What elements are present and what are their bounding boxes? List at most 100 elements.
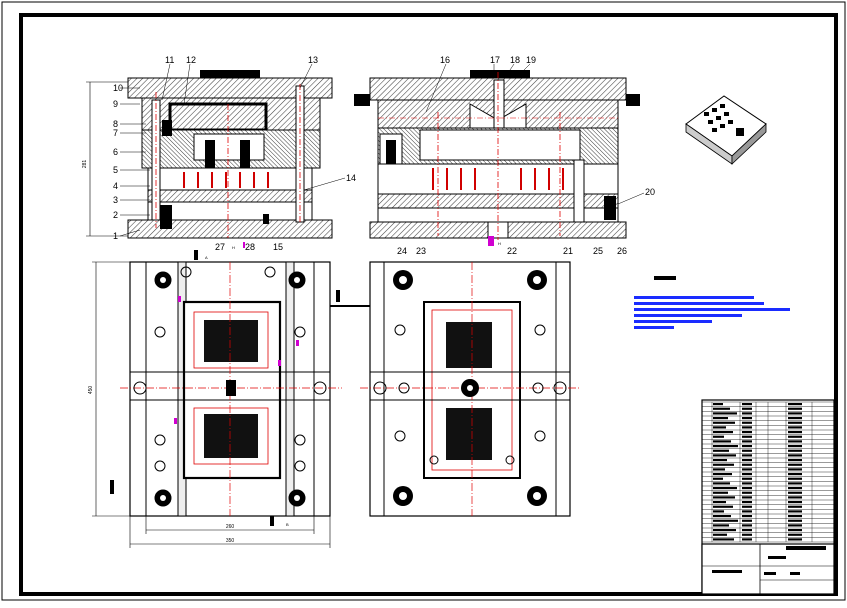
front-section-view: H bbox=[127, 70, 333, 250]
left-callouts: 10 9 8 7 6 5 4 3 2 1 11 12 13 14 27 28 1… bbox=[113, 55, 356, 252]
bom-row-material bbox=[788, 459, 802, 462]
bom-row-text bbox=[713, 505, 733, 508]
bom-row-text bbox=[713, 482, 730, 485]
label-19: 19 bbox=[526, 55, 536, 65]
bom-row-text bbox=[713, 431, 733, 434]
title-block bbox=[701, 399, 835, 595]
side-section-view: H bbox=[354, 70, 640, 246]
bom-row-material bbox=[788, 496, 802, 499]
front-height-dimension: 281 bbox=[82, 81, 128, 237]
bom-row-text bbox=[713, 421, 735, 424]
plan-outer-width-text: 350 bbox=[226, 538, 235, 544]
bom-row-text bbox=[713, 440, 731, 443]
bom-row-material bbox=[788, 403, 802, 406]
svg-text:H: H bbox=[498, 241, 501, 246]
label-17: 17 bbox=[490, 55, 500, 65]
label-10: 10 bbox=[113, 83, 123, 93]
bom-row-material bbox=[788, 515, 802, 518]
label-16: 16 bbox=[440, 55, 450, 65]
bom-row-material bbox=[788, 426, 802, 429]
bom-row-material bbox=[788, 407, 802, 410]
bom-row-material bbox=[788, 505, 802, 508]
bom-row-code bbox=[742, 482, 752, 485]
bom-row-code bbox=[742, 417, 752, 420]
bom-row-material bbox=[788, 417, 802, 420]
label-5: 5 bbox=[113, 165, 118, 175]
bom-row-code bbox=[742, 510, 752, 513]
bom-row-code bbox=[742, 468, 752, 471]
bom-row-material bbox=[788, 538, 802, 541]
label-22: 22 bbox=[507, 246, 517, 256]
bom-row-material bbox=[788, 431, 802, 434]
label-6: 6 bbox=[113, 147, 118, 157]
bom-row-code bbox=[742, 515, 752, 518]
label-11: 11 bbox=[165, 55, 174, 65]
label-27: 27 bbox=[215, 242, 225, 252]
label-12: 12 bbox=[186, 55, 196, 65]
plan-dimensions: 450 260 350 A B bbox=[88, 255, 331, 548]
bom-row-material bbox=[788, 435, 802, 438]
bom-row-code bbox=[742, 440, 752, 443]
label-15: 15 bbox=[273, 242, 283, 252]
bom-row-code bbox=[742, 454, 752, 457]
bom-row-code bbox=[742, 519, 752, 522]
bom-row-text bbox=[713, 417, 728, 420]
bom-row-text bbox=[713, 435, 724, 438]
section-mark-b: B bbox=[286, 522, 289, 527]
bom-row-text bbox=[713, 477, 723, 480]
bom-row-text bbox=[713, 501, 726, 504]
bom-row-material bbox=[788, 510, 802, 513]
bom-row-code bbox=[742, 533, 752, 536]
bom-row-text bbox=[713, 449, 729, 452]
bom-row-material bbox=[788, 482, 802, 485]
bom-row-material bbox=[788, 533, 802, 536]
label-18: 18 bbox=[510, 55, 520, 65]
bom-row-code bbox=[742, 538, 752, 541]
bom-row-text bbox=[713, 403, 723, 406]
bom-row-text bbox=[713, 459, 727, 462]
label-21: 21 bbox=[563, 246, 573, 256]
plan-view-right bbox=[330, 261, 580, 517]
bom-row-code bbox=[742, 412, 752, 415]
side-callouts: 16 17 18 19 20 24 23 22 21 25 26 bbox=[397, 55, 655, 256]
bom-row-code bbox=[742, 407, 752, 410]
bom-row-material bbox=[788, 449, 802, 452]
label-28: 28 bbox=[245, 242, 255, 252]
bom-row-code bbox=[742, 473, 752, 476]
bom-row-text bbox=[713, 538, 734, 541]
label-25: 25 bbox=[593, 246, 603, 256]
bom-row-code bbox=[742, 529, 752, 532]
bom-row-material bbox=[788, 473, 802, 476]
bom-row-text bbox=[713, 510, 724, 513]
bom-row-material bbox=[788, 440, 802, 443]
label-3: 3 bbox=[113, 195, 118, 205]
inner-border bbox=[19, 13, 838, 596]
label-1: 1 bbox=[113, 231, 118, 241]
bom-row-text bbox=[713, 407, 730, 410]
plan-view-left bbox=[110, 250, 342, 526]
label-20: 20 bbox=[645, 187, 655, 197]
bom-row-code bbox=[742, 431, 752, 434]
bom-row-text bbox=[713, 496, 735, 499]
bom-row-text bbox=[713, 491, 728, 494]
svg-text:H: H bbox=[232, 245, 235, 250]
bom-row-code bbox=[742, 491, 752, 494]
label-2: 2 bbox=[113, 210, 118, 220]
bom-row-code bbox=[742, 496, 752, 499]
bom-row-text bbox=[713, 487, 737, 490]
bom-row-material bbox=[788, 454, 802, 457]
bom-row-text bbox=[713, 519, 738, 522]
plan-height-text: 450 bbox=[88, 386, 94, 395]
label-24: 24 bbox=[397, 246, 407, 256]
bom-row-material bbox=[788, 519, 802, 522]
bom-row-text bbox=[713, 515, 731, 518]
bom-row-code bbox=[742, 487, 752, 490]
bom-row-code bbox=[742, 403, 752, 406]
label-8: 8 bbox=[113, 119, 118, 129]
bom-row-material bbox=[788, 491, 802, 494]
label-7: 7 bbox=[113, 128, 118, 138]
bom-row-code bbox=[742, 421, 752, 424]
label-4: 4 bbox=[113, 181, 118, 191]
